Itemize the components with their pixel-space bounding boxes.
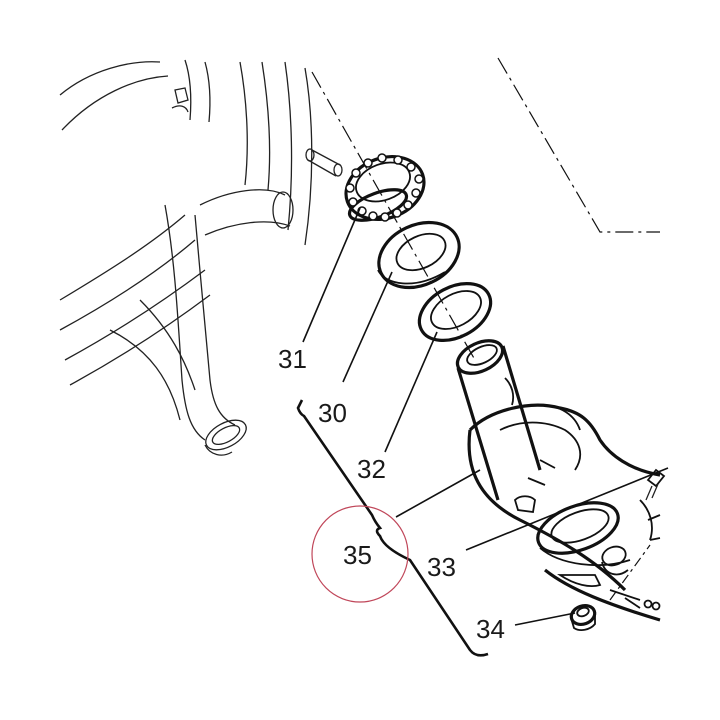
part-30-seal (377, 220, 461, 290)
part-32-ring (417, 282, 493, 342)
label-34: 34 (476, 614, 505, 644)
highlight-circle (311, 505, 409, 603)
label-32: 32 (357, 454, 386, 484)
group-35-bracket (296, 399, 489, 657)
leader-lines (302, 207, 669, 626)
part-34-nut (569, 603, 597, 631)
label-31: 31 (278, 344, 307, 374)
label-35: 35 (343, 540, 372, 570)
label-30: 30 (318, 398, 347, 428)
label-33: 33 (427, 552, 456, 582)
part-35-steering-stem (455, 339, 661, 622)
frame-structure (59, 59, 343, 456)
part-31-bearing (344, 153, 426, 222)
